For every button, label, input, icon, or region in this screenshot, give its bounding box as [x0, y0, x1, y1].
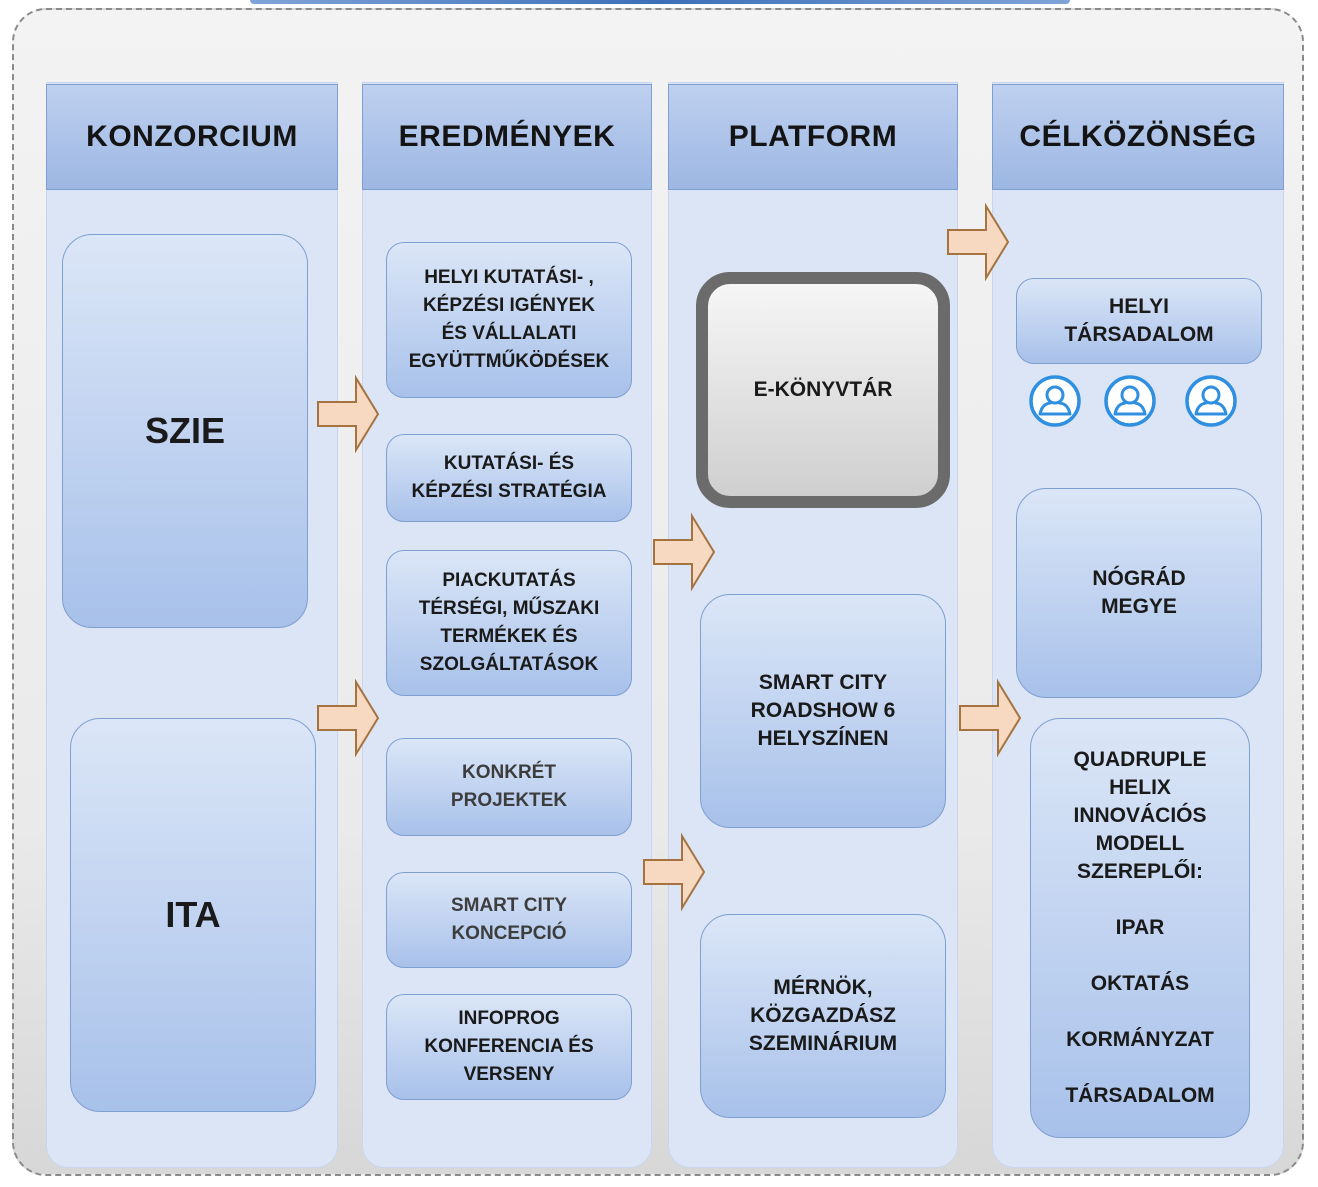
box-nograd-megye: NÓGRÁD MEGYE	[1016, 488, 1262, 698]
person-icon	[1104, 375, 1156, 427]
header-konzorcium: KONZORCIUM	[46, 84, 338, 190]
top-band	[250, 0, 1070, 4]
box-e-konyvtar: E-KÖNYVTÁR	[696, 272, 950, 508]
box-helyi-tarsadalom: HELYI TÁRSADALOM	[1016, 278, 1262, 364]
arrow-right-icon	[653, 512, 716, 592]
box-eredmeny-3: PIACKUTATÁS TÉRSÉGI, MŰSZAKI TERMÉKEK ÉS…	[386, 550, 632, 696]
arrow-right-icon	[947, 202, 1010, 282]
arrow-right-icon	[317, 374, 380, 454]
arrow-right-icon	[317, 678, 380, 758]
arrow-right-icon	[643, 832, 706, 912]
box-eredmeny-6: INFOPROG KONFERENCIA ÉS VERSENY	[386, 994, 632, 1100]
header-platform: PLATFORM	[668, 84, 958, 190]
box-ita: ITA	[70, 718, 316, 1112]
header-eredmenyek: EREDMÉNYEK	[362, 84, 652, 190]
box-eredmeny-5: SMART CITY KONCEPCIÓ	[386, 872, 632, 968]
person-icon	[1029, 375, 1081, 427]
person-icon	[1185, 375, 1237, 427]
box-eredmeny-2: KUTATÁSI- ÉS KÉPZÉSI STRATÉGIA	[386, 434, 632, 522]
box-quadruple-helix: QUADRUPLE HELIX INNOVÁCIÓS MODELL SZEREP…	[1030, 718, 1250, 1138]
header-celkozonseg: CÉLKÖZÖNSÉG	[992, 84, 1284, 190]
arrow-right-icon	[959, 678, 1022, 758]
box-roadshow: SMART CITY ROADSHOW 6 HELYSZÍNEN	[700, 594, 946, 828]
box-szeminarium: MÉRNÖK, KÖZGAZDÁSZ SZEMINÁRIUM	[700, 914, 946, 1118]
box-eredmeny-1: HELYI KUTATÁSI- , KÉPZÉSI IGÉNYEK ÉS VÁL…	[386, 242, 632, 398]
box-eredmeny-4: KONKRÉT PROJEKTEK	[386, 738, 632, 836]
box-szie: SZIE	[62, 234, 308, 628]
